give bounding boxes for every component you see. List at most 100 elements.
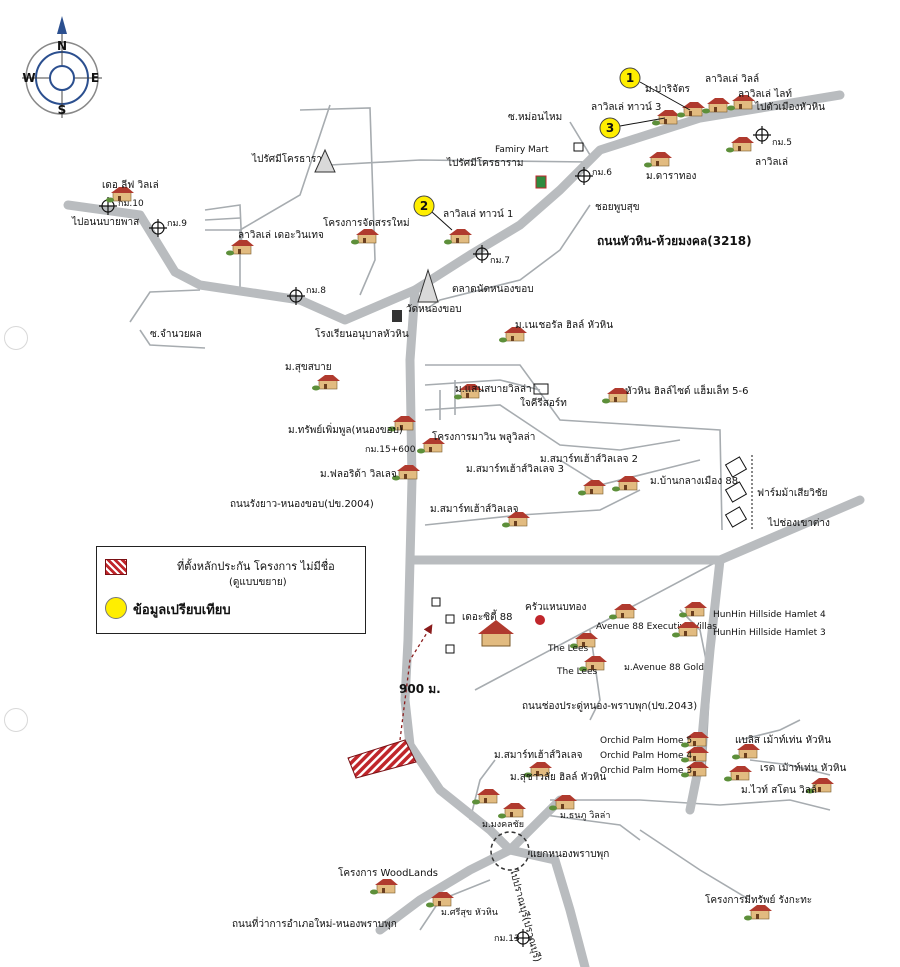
km-15-600: กม.15+600	[365, 445, 416, 455]
main-roads	[63, 90, 865, 967]
landmarks: Famiry Mart ตลาดนัดหนองขอบ วัดหนองขอบ โร…	[314, 142, 828, 654]
comparable-markers: 1 2 3	[413, 67, 691, 231]
compass-s: S	[58, 103, 67, 117]
project-lees2: The Lees	[556, 667, 598, 677]
project-lavillage: ลาวิลเล่ วิลล์	[705, 73, 759, 85]
project-smart: ม.สมาร์ทเฮ้าส์วิลเลจ	[430, 503, 519, 515]
compass-rose: N S E W	[22, 16, 102, 118]
site-legend-sub: (ดูแบบขยาย)	[229, 577, 287, 588]
project-orchid5: Orchid Palm Home 5	[600, 736, 692, 746]
project-avenue-gold: ม.Avenue 88 Gold	[624, 663, 704, 673]
map-legend: ที่ตั้งหลักประกัน โครงการ ไม่มีชื่อ (ดูแ…	[96, 546, 366, 634]
project-sap-phoon: ม.ทรัพย์เพิ่มพูล(หนองขอบ)	[288, 422, 403, 436]
compass-w: W	[22, 71, 35, 85]
project-saensabai: ม.แสนสบายวิลล่า	[455, 384, 532, 395]
family-mart-label: Famiry Mart	[495, 145, 549, 155]
project-darathong: ม.ดาราทอง	[646, 171, 696, 182]
km-13: กม.13	[494, 934, 520, 944]
project-lees1: The Lees	[547, 644, 589, 654]
road-rang-yao: ถนนรังยาว-หนองขอบ(ปข.2004)	[230, 499, 374, 510]
road-pranburi	[505, 845, 590, 967]
project-live: เดอ ลีฟ วิลเล่	[102, 179, 159, 191]
project-turn1: ลาวิลเล่ ทาวน์ 1	[443, 208, 513, 220]
project-woodlands: โครงการ WoodLands	[338, 866, 438, 879]
seven-eleven-icon	[535, 175, 547, 189]
project-avenue-exec: Avenue 88 Executive Villas	[596, 622, 717, 632]
project-red: เรด เม้าท์เท่น หัวหิน	[760, 762, 847, 774]
punch-hole	[4, 708, 28, 732]
comparable-1-label: 1	[626, 71, 634, 85]
housing-projects: เดอ ลีฟ วิลเล่ ลาวิลเล่ เดอะวินเทจ โครงก…	[102, 73, 847, 921]
road-to-nongbua: ไปอนนบายพาส	[71, 216, 139, 228]
road-amphoe: ถนนที่ว่าการอำเภอใหม่-หนองพราบพุก	[232, 916, 397, 930]
project-chatsan: โครงการจัดสรรใหม่	[323, 216, 410, 229]
road-to-city: ไปตัวเมืองหัวหิน	[754, 101, 825, 113]
project-hamlet4: HunHin Hillside Hamlet 4	[713, 610, 826, 620]
km-6: กม.6	[592, 168, 612, 178]
project-orchid3: Orchid Palm Home 3	[600, 766, 692, 776]
junction-circle	[490, 831, 530, 871]
compare-legend-label: ข้อมูลเปรียบเทียบ	[133, 603, 231, 618]
comparable-2-label: 2	[420, 199, 428, 213]
road-to-wat1: ไปรัศมีโครธาราม	[251, 152, 328, 165]
restaurant-icon	[535, 615, 545, 625]
project-sucha: ม.สุชาวลัย ฮิลล์ หัวหิน	[510, 771, 606, 783]
project-marvin: โครงการมาวิน พลูวิลล่า	[432, 430, 535, 443]
road-mo-bon-mai: ซ.หม่อนไหม	[508, 111, 562, 123]
comparable-3-label: 3	[606, 121, 614, 135]
project-smart-s: ม.สมาร์ทเฮ้าส์วิลเลจ	[494, 749, 583, 761]
site-legend-label: ที่ตั้งหลักประกัน โครงการ ไม่มีชื่อ	[177, 560, 335, 573]
project-hamlet3: HunHin Hillside Hamlet 3	[713, 628, 826, 638]
resort-icon	[533, 383, 549, 395]
project-florida: ม.ฟลอริด้า วิลเลจ	[320, 468, 397, 480]
distance-label: 900 ม.	[399, 682, 441, 696]
road-to-khao-tao: ไปช่องเขาต่าง	[767, 517, 830, 529]
minor-roads	[129, 104, 831, 941]
km-9: กม.9	[167, 219, 187, 229]
project-blis: แบลิส เม้าท์เท่น หัวหิน	[735, 734, 831, 746]
farm-buildings	[724, 455, 753, 530]
road-main-label: ถนนหัวหิน-ห้วยมงคล(3218)	[597, 234, 752, 248]
temple-label: วัดหนองขอบ	[406, 304, 462, 315]
road-soi-phusuk: ชอยพูบสุข	[595, 202, 640, 213]
km-10: กม.10	[118, 199, 144, 209]
project-parichat: ม.ปาริจัตร	[645, 84, 690, 95]
km-5: กม.5	[772, 138, 792, 148]
project-tanaphu: ม.ธนภู วิลล่า	[560, 810, 610, 821]
comparable-marker-3	[599, 117, 621, 139]
compass-n: N	[57, 39, 67, 53]
km-7: กม.7	[490, 256, 510, 266]
resort-label: ใจคีรีสอร์ท	[520, 397, 567, 409]
punch-hole	[4, 326, 28, 350]
road-chong-pradu: ถนนช่องประดู่หนอง-พราบพุก(ปข.2043)	[522, 701, 697, 712]
road-labels: ไปตัวเมืองหัวหิน ไปอนนบายพาส ไปรัศมีโครธ…	[71, 101, 830, 963]
project-srisuk: ม.ศรีสุข หัวหิน	[441, 907, 498, 918]
project-white: ม.ไวท์ สโตน วิลล์	[741, 783, 817, 796]
project-meesap: โครงการมีทรัพย์ รังกะทะ	[705, 893, 812, 906]
project-natural: ม.เนเชอรัล ฮิลล์ หัวหิน	[515, 319, 613, 331]
the-city-88	[431, 597, 514, 654]
site-parcel	[347, 739, 417, 779]
road-soi-chamnuan: ซ.จำนวยผล	[150, 329, 202, 340]
road-to-pranburi: ไปปราณบุรี(ปราณบุรี)	[507, 867, 544, 964]
road-khao-tao	[715, 495, 865, 565]
compass-e: E	[91, 71, 99, 85]
project-smart3: ม.สมาร์ทเฮ้าส์วิลเลจ 3	[466, 463, 564, 475]
project-lavillage2: ลาวิลเล่	[755, 157, 788, 168]
comparable-marker-2	[413, 195, 435, 217]
project-smart2: ม.สมาร์ทเฮ้าส์วิลเลจ 2	[540, 453, 638, 465]
market-label: ตลาดนัดหนองขอบ	[452, 284, 534, 295]
road-south	[400, 285, 515, 855]
road-to-wat2: ไปรัศมีโครธาราม	[446, 156, 523, 169]
road-amphoe	[375, 845, 515, 935]
school-label: โรงเรียนอนุบาลหัวหิน	[315, 327, 409, 340]
restaurant-label: ครัวแหนบทอง	[525, 602, 586, 613]
school-icon	[392, 310, 402, 322]
distance-arrow	[399, 624, 433, 741]
comparable-marker-1	[619, 67, 641, 89]
site-legend-swatch	[105, 559, 127, 575]
project-suksabai: ม.สุขสบาย	[285, 362, 332, 373]
project-orchid4: Orchid Palm Home 4	[600, 751, 692, 761]
the-city-label: เดอะซิตี้ 88	[462, 609, 512, 623]
